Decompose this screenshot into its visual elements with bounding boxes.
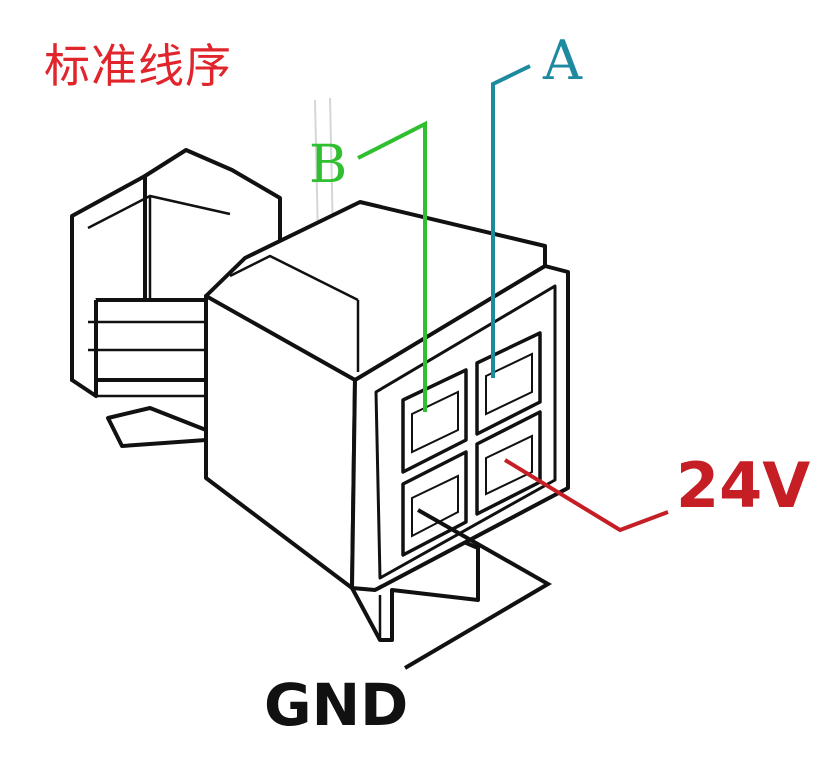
leader-power	[503, 458, 669, 533]
ground-pin-label: GND	[264, 671, 409, 739]
leader-b	[357, 120, 427, 412]
pin-b-label: B	[309, 135, 348, 195]
pin-a-label: A	[543, 29, 582, 92]
main-body	[204, 200, 547, 590]
top-rail	[314, 97, 334, 239]
power-pin-label: 24V	[676, 449, 811, 522]
leader-ground	[403, 508, 552, 670]
leader-a	[491, 64, 531, 378]
page-title: 标准线序	[44, 39, 232, 93]
